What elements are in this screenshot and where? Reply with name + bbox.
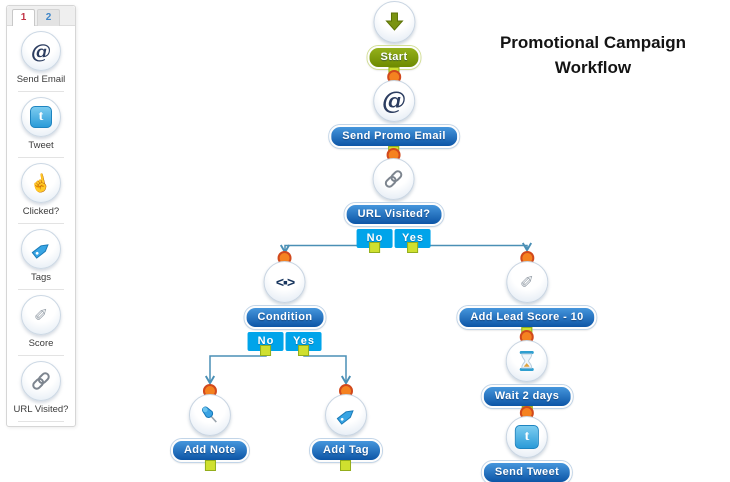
node-add-note[interactable]: Add Note (170, 384, 250, 471)
push-pin-svg (202, 406, 217, 423)
chain-svg (32, 372, 50, 390)
at-glyph: @ (31, 39, 51, 63)
palette-divider (18, 289, 64, 290)
tag-icon (324, 394, 367, 436)
url-visited-branches: No Yes (356, 229, 431, 253)
branch-no-wrap: No (247, 332, 284, 356)
twitter-tile: t (515, 425, 539, 449)
palette-item-label: Score (28, 338, 54, 349)
down-arrow-icon (373, 1, 415, 43)
branch-yes-wrap: Yes (394, 229, 431, 253)
node-send-promo-email[interactable]: @ Send Promo Email (329, 70, 459, 157)
condition-branches: No Yes (247, 332, 322, 356)
no-output-port[interactable] (260, 345, 272, 356)
output-port[interactable] (204, 460, 216, 471)
palette-item-tweet[interactable]: t Tweet (7, 92, 75, 151)
yes-output-port[interactable] (407, 242, 419, 253)
click-hand-icon: ☝ (21, 163, 61, 203)
wait-2-days-pill[interactable]: Wait 2 days (481, 385, 573, 408)
node-wait-2-days[interactable]: Wait 2 days (481, 330, 573, 417)
output-port[interactable] (340, 460, 352, 471)
branch-no-wrap: No (356, 229, 393, 253)
url-visited-yes-button[interactable]: Yes (394, 229, 431, 248)
workflow-title: Promotional Campaign Workflow (468, 30, 718, 80)
tool-palette: 1 2 @ Send Email t Tweet ☝ Clicked? (6, 5, 76, 427)
push-pin-icon (189, 394, 231, 436)
palette-divider (18, 157, 64, 158)
at-email-icon: @ (21, 31, 61, 71)
chain-link-icon (372, 158, 415, 200)
palette-item-score[interactable]: ✐ Score (7, 290, 75, 349)
hourglass-svg (519, 351, 534, 371)
pencil-glyph: ✐ (33, 305, 49, 325)
palette-tab-1[interactable]: 1 (12, 9, 35, 26)
palette-item-label: URL Visited? (13, 404, 69, 415)
at-glyph: @ (382, 86, 406, 115)
pencil-icon: ✐ (21, 295, 61, 335)
node-url-visited[interactable]: URL Visited? No Yes (344, 148, 444, 253)
branch-yes-wrap: Yes (285, 332, 322, 356)
palette-tab-bar: 1 2 (7, 6, 75, 26)
palette-divider (18, 223, 64, 224)
url-visited-no-button[interactable]: No (356, 229, 393, 248)
palette-tab-2[interactable]: 2 (37, 9, 60, 26)
condition-yes-button[interactable]: Yes (285, 332, 322, 351)
condition-no-button[interactable]: No (247, 332, 284, 351)
palette-item-label: Tags (30, 272, 52, 283)
twitter-icon: t (21, 97, 61, 137)
palette-item-tags[interactable]: Tags (7, 224, 75, 283)
down-arrow-svg (384, 12, 404, 31)
palette-item-label: Send Email (16, 74, 66, 85)
tag-svg (31, 244, 49, 259)
compare-glyph: <▪> (275, 274, 295, 290)
pencil-icon: ✐ (505, 261, 548, 303)
twitter-tile: t (30, 106, 52, 128)
palette-divider (18, 355, 64, 356)
compare-icon: <▪> (263, 261, 306, 303)
tag-icon (21, 229, 61, 269)
no-output-port[interactable] (369, 242, 381, 253)
add-lead-score-pill[interactable]: Add Lead Score - 10 (457, 306, 597, 329)
node-send-tweet[interactable]: t Send Tweet (481, 406, 573, 482)
twitter-t-glyph: t (524, 429, 530, 444)
send-promo-email-pill[interactable]: Send Promo Email (329, 125, 459, 148)
node-start[interactable]: Start (367, 1, 421, 78)
pencil-glyph: ✐ (519, 272, 535, 292)
chain-svg (385, 170, 403, 188)
condition-pill[interactable]: Condition (244, 306, 326, 329)
palette-divider (18, 421, 64, 422)
node-add-tag[interactable]: Add Tag (310, 384, 382, 471)
palette-item-send-email[interactable]: @ Send Email (7, 26, 75, 85)
start-pill[interactable]: Start (367, 46, 421, 69)
palette-item-label: Clicked? (22, 206, 60, 217)
tag-svg (336, 410, 354, 425)
send-tweet-pill[interactable]: Send Tweet (481, 461, 573, 482)
url-visited-pill[interactable]: URL Visited? (344, 203, 444, 226)
add-tag-pill[interactable]: Add Tag (310, 439, 382, 462)
yes-output-port[interactable] (298, 345, 310, 356)
at-email-icon: @ (373, 80, 415, 122)
palette-divider (18, 91, 64, 92)
palette-item-clicked[interactable]: ☝ Clicked? (7, 158, 75, 217)
node-condition[interactable]: <▪> Condition No Yes (244, 251, 326, 356)
add-note-pill[interactable]: Add Note (170, 439, 250, 462)
node-add-lead-score[interactable]: ✐ Add Lead Score - 10 (457, 251, 597, 338)
twitter-icon: t (506, 416, 548, 458)
palette-item-url-visited[interactable]: URL Visited? (7, 356, 75, 415)
hourglass-icon (505, 340, 548, 382)
workflow-title-line1: Promotional Campaign (499, 33, 687, 52)
chain-link-icon (21, 361, 61, 401)
twitter-t-glyph: t (38, 109, 44, 124)
workflow-title-line2: Workflow (554, 58, 632, 77)
palette-item-label: Tweet (28, 140, 54, 151)
